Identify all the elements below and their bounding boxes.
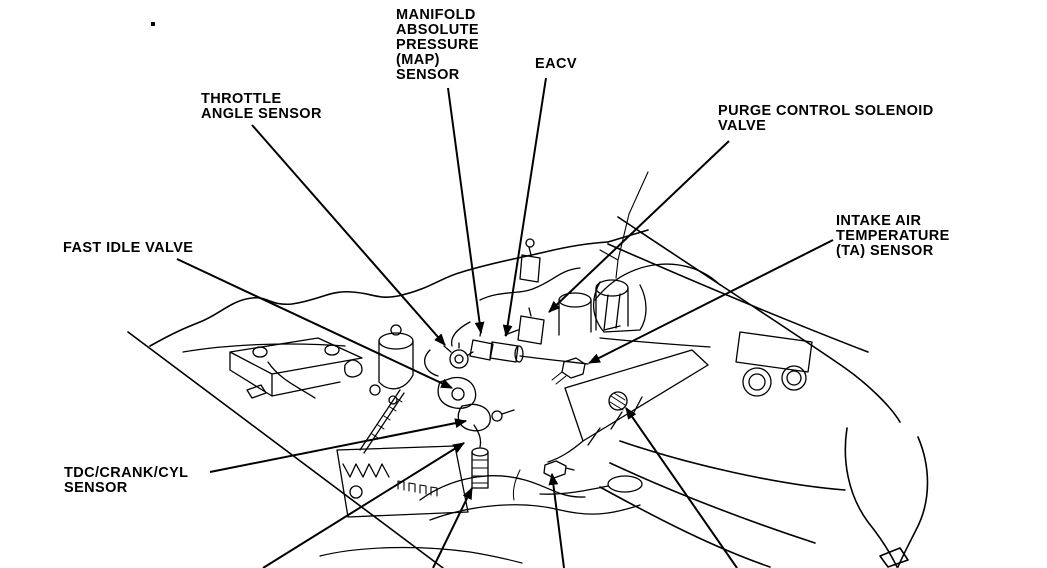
- lower-hoses: [419, 469, 643, 521]
- fast-idle-valve-shape: [437, 376, 477, 409]
- intake-plenum: [547, 349, 709, 463]
- cropped-leader-line-d: [625, 407, 738, 568]
- distributor-connector: [457, 403, 515, 432]
- throttle-angle-sensor-leader-line: [251, 124, 446, 346]
- map-sensor-leader-line: [447, 87, 485, 335]
- throttle-angle-sensor-label: THROTTLE ANGLE SENSOR: [201, 91, 322, 122]
- intake-air-temperature-sensor-leader-line: [588, 239, 834, 364]
- reservoirs: [735, 331, 813, 397]
- hood-rear-edge: [607, 243, 869, 353]
- antenna: [599, 171, 649, 279]
- hood-front-edge-3: [599, 486, 771, 568]
- print-artifact-dot: [151, 22, 155, 26]
- tdc-crank-cyl-sensor-leader-line: [209, 418, 468, 473]
- tdc-crank-cyl-sensor-label: TDC/CRANK/CYL SENSOR: [64, 465, 189, 496]
- intake-air-temperature-sensor-label: INTAKE AIR TEMPERATURE (TA) SENSOR: [836, 213, 950, 259]
- eacv-leader-line: [502, 77, 547, 338]
- harness-hoses-top: [479, 263, 721, 348]
- map-sensor-shape: [469, 329, 494, 361]
- oil-pressure-sensor: [543, 460, 575, 479]
- cropped-leader-line-b: [432, 487, 473, 568]
- engine-line-art: [182, 238, 813, 521]
- purge-control-solenoid-valve-label: PURGE CONTROL SOLENOID VALVE: [718, 103, 934, 134]
- map-sensor-label: MANIFOLD ABSOLUTE PRESSURE (MAP) SENSOR: [396, 7, 479, 83]
- front-lower-contour: [319, 546, 523, 564]
- ta-sensor-shape: [551, 357, 586, 385]
- cropped-leader-line-a: [262, 442, 465, 568]
- cropped-leader-line-c: [548, 472, 565, 568]
- throttle-body-cluster: [424, 321, 589, 409]
- eacv-label: EACV: [535, 56, 577, 72]
- front-corner-curve-b: [897, 436, 929, 568]
- fast-idle-valve-label: FAST IDLE VALVE: [63, 240, 194, 256]
- right-fender-edge: [617, 216, 901, 423]
- fast-idle-valve-leader-line: [176, 258, 453, 389]
- strut-bracket: [593, 281, 647, 333]
- hood-front-edge-2: [609, 462, 816, 544]
- hood-front-edge-1: [619, 440, 846, 491]
- knurled-cap: [608, 391, 628, 411]
- front-corner-curve-a: [844, 427, 898, 568]
- bumper-corner-panel: [879, 547, 909, 568]
- battery: [182, 337, 398, 405]
- left-fender-edge: [127, 331, 444, 568]
- purge-control-solenoid-valve-leader-line: [548, 140, 730, 313]
- coil-cylinder: [471, 424, 489, 489]
- eacv-shape: [489, 341, 519, 363]
- leader-lines: [176, 77, 834, 568]
- car-body-outline: [127, 171, 929, 568]
